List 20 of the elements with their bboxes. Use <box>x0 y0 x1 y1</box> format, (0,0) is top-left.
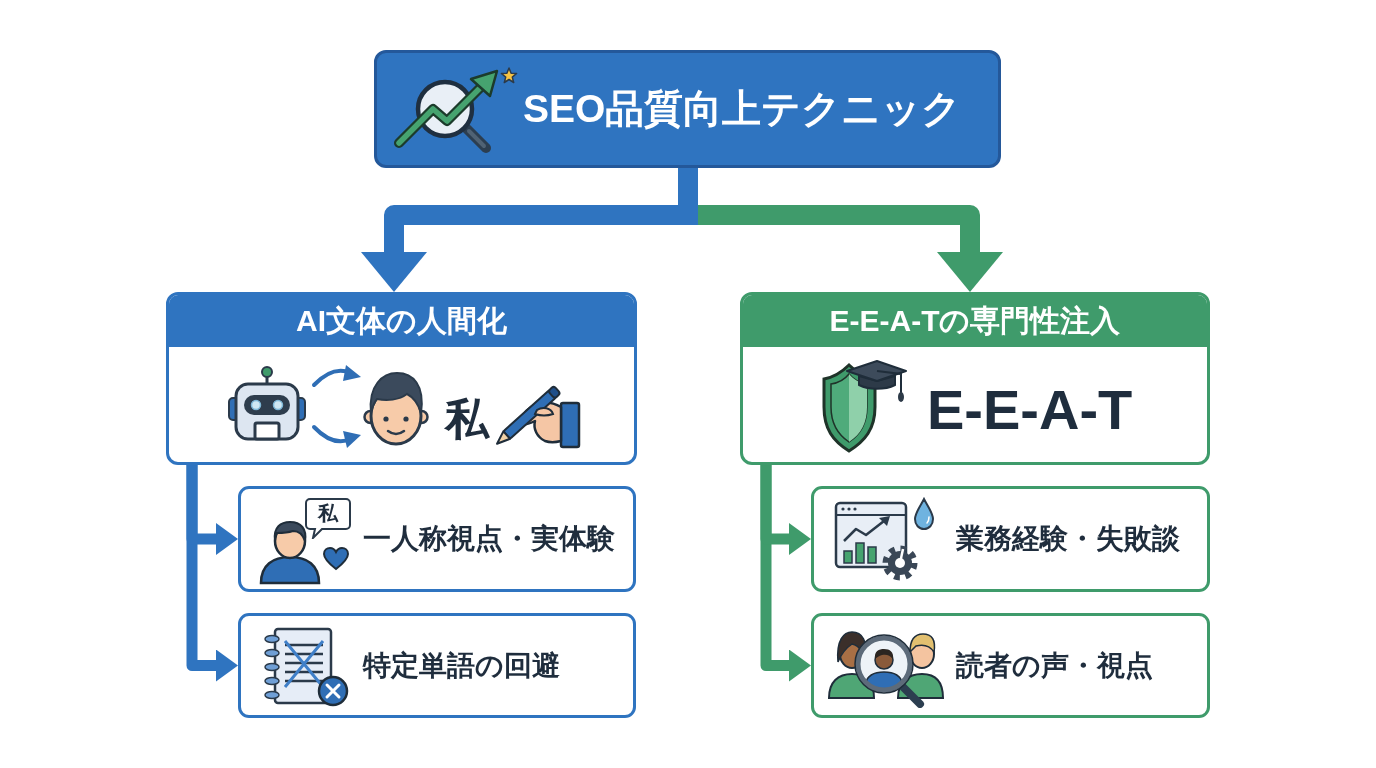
topic-card <box>238 486 636 592</box>
item-text: 業務経験・失敗談 <box>956 522 1180 556</box>
topic-card <box>238 613 636 718</box>
title-text: SEO品質向上テクニック <box>523 86 962 132</box>
flow-arrow <box>361 205 698 292</box>
category-card <box>166 292 637 465</box>
topic-card <box>811 613 1210 718</box>
body-text: E-E-A-T <box>927 380 1133 440</box>
card-header: AI文体の人間化 <box>169 295 634 347</box>
flow-arrow <box>760 465 811 555</box>
topic-card <box>811 486 1210 592</box>
title-banner <box>374 50 1001 168</box>
item-text: 一人称視点・実体験 <box>363 522 615 556</box>
category-card <box>740 292 1210 465</box>
flow-arrow <box>186 465 238 555</box>
item-text: 特定単語の回避 <box>363 649 560 682</box>
body-text: 私 <box>445 395 489 443</box>
item-text: 読者の声・視点 <box>956 649 1153 682</box>
speech-bubble: 私 <box>305 497 351 539</box>
card-header: E-E-A-Tの専門性注入 <box>743 295 1207 347</box>
